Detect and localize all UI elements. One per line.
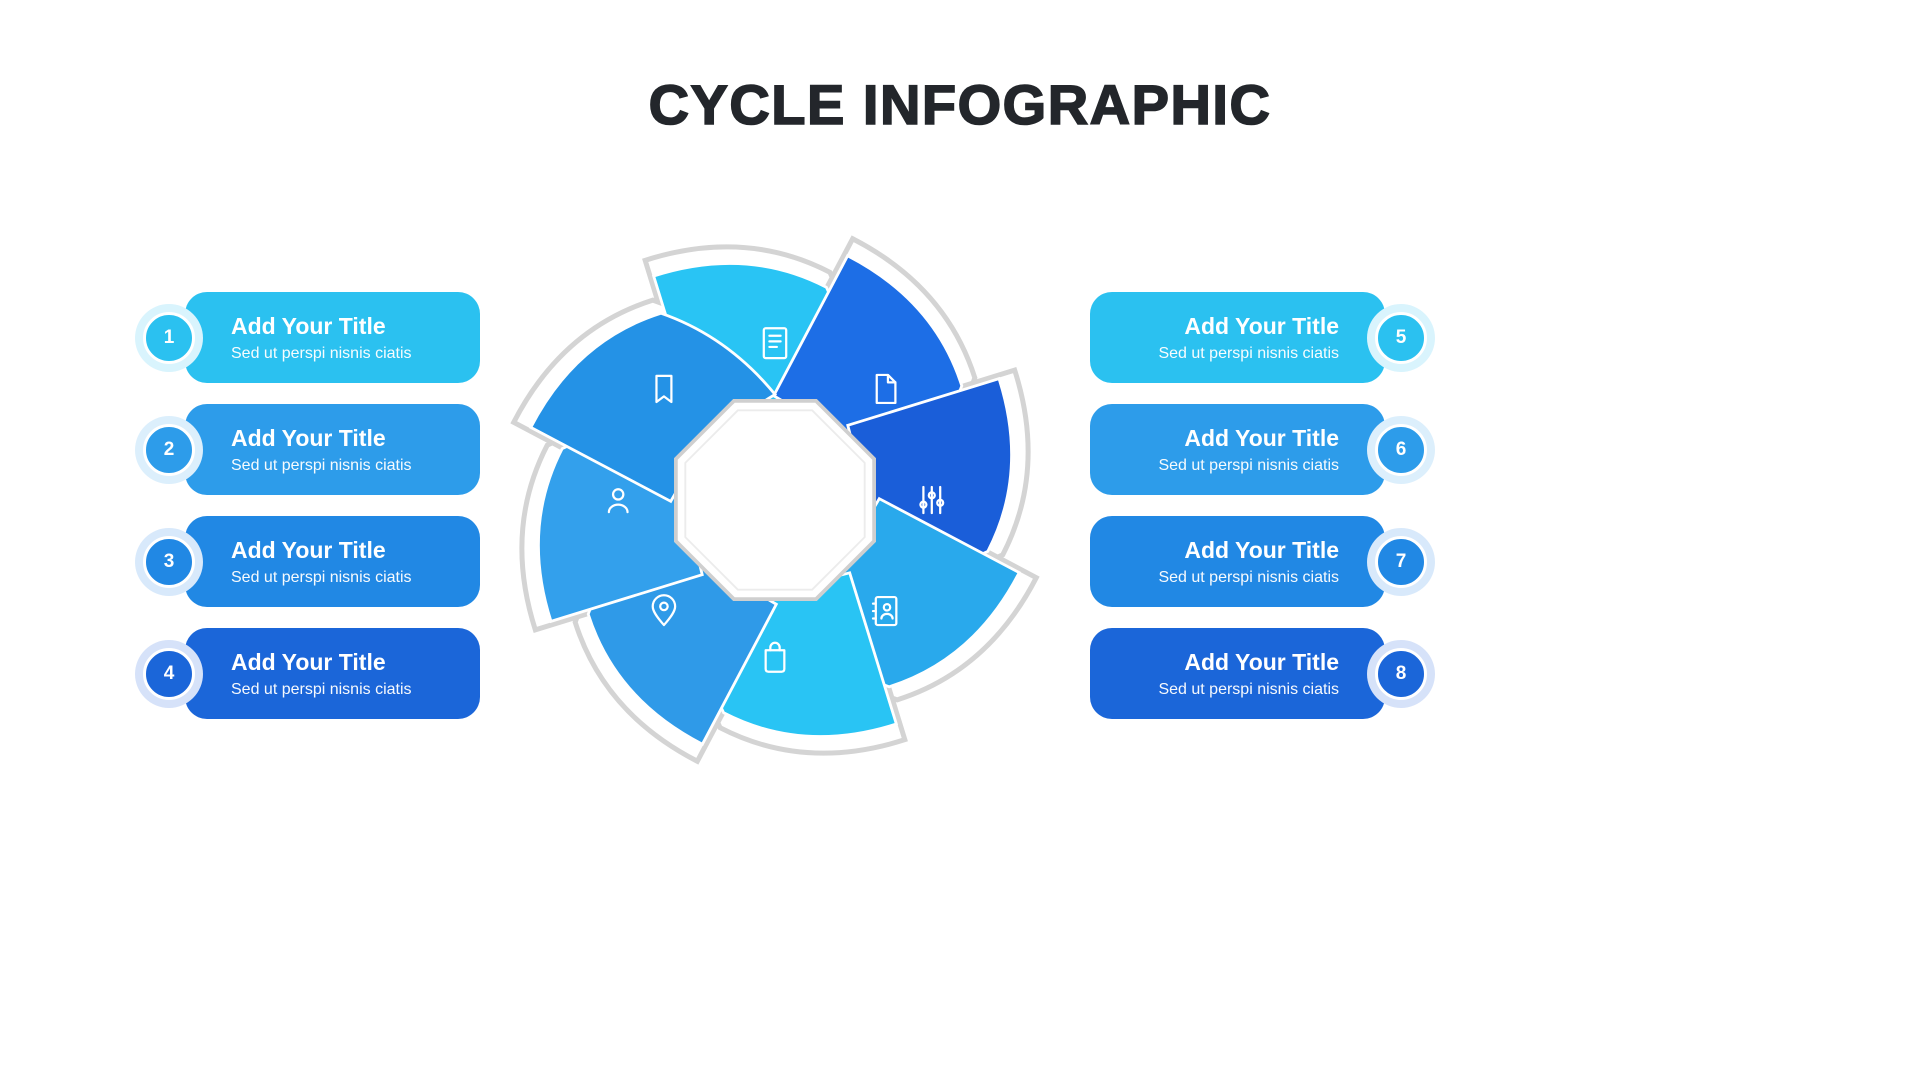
- bookmark-icon: [655, 374, 673, 404]
- number-badge-halo: 3: [135, 527, 203, 596]
- number-badge: 6: [1375, 423, 1427, 476]
- item-title: Add Your Title: [231, 648, 386, 675]
- item-title: Add Your Title: [231, 536, 386, 563]
- item-desc: Sed ut perspi nisnis ciatis: [231, 344, 412, 362]
- number-badge-halo: 7: [1367, 527, 1435, 596]
- user-icon: [607, 488, 629, 514]
- number-badge-halo: 8: [1367, 639, 1435, 708]
- shopping-bag-icon: [764, 641, 786, 673]
- number-badge: 7: [1375, 535, 1427, 588]
- item-desc: Sed ut perspi nisnis ciatis: [231, 568, 412, 586]
- number-badge-halo: 2: [135, 415, 203, 484]
- item-card-8: 8 Add Your Title Sed ut perspi nisnis ci…: [1090, 628, 1435, 719]
- number-badge-halo: 5: [1367, 303, 1435, 372]
- page-title: CYCLE INFOGRAPHIC: [648, 72, 1272, 137]
- number-badge-halo: 4: [135, 639, 203, 708]
- document-icon: [762, 327, 788, 360]
- contact-book-icon: [871, 595, 898, 627]
- item-card-2: 2 Add Your Title Sed ut perspi nisnis ci…: [135, 404, 480, 495]
- number-badge: 2: [143, 423, 195, 476]
- item-title: Add Your Title: [1184, 424, 1339, 451]
- item-card-3: 3 Add Your Title Sed ut perspi nisnis ci…: [135, 516, 480, 607]
- number-badge: 4: [143, 647, 195, 700]
- number-badge: 1: [143, 311, 195, 364]
- item-card-4: 4 Add Your Title Sed ut perspi nisnis ci…: [135, 628, 480, 719]
- item-desc: Sed ut perspi nisnis ciatis: [1158, 344, 1339, 362]
- item-desc: Sed ut perspi nisnis ciatis: [231, 456, 412, 474]
- center-octagon-inner: [684, 409, 866, 591]
- file-icon: [875, 373, 897, 405]
- item-card-1: 1 Add Your Title Sed ut perspi nisnis ci…: [135, 292, 480, 383]
- right-column: 5 Add Your Title Sed ut perspi nisnis ci…: [1090, 292, 1435, 719]
- item-desc: Sed ut perspi nisnis ciatis: [1158, 456, 1339, 474]
- left-column: 1 Add Your Title Sed ut perspi nisnis ci…: [135, 292, 480, 719]
- number-badge-halo: 6: [1367, 415, 1435, 484]
- item-desc: Sed ut perspi nisnis ciatis: [1158, 568, 1339, 586]
- item-desc: Sed ut perspi nisnis ciatis: [231, 680, 412, 698]
- item-title: Add Your Title: [231, 424, 386, 451]
- number-badge: 5: [1375, 311, 1427, 364]
- sliders-icon: [919, 485, 945, 515]
- item-card-7: 7 Add Your Title Sed ut perspi nisnis ci…: [1090, 516, 1435, 607]
- item-title: Add Your Title: [1184, 648, 1339, 675]
- item-title: Add Your Title: [1184, 536, 1339, 563]
- cycle-diagram: [495, 220, 1055, 780]
- location-pin-icon: [651, 594, 677, 627]
- item-card-5: 5 Add Your Title Sed ut perspi nisnis ci…: [1090, 292, 1435, 383]
- item-card-6: 6 Add Your Title Sed ut perspi nisnis ci…: [1090, 404, 1435, 495]
- item-title: Add Your Title: [1184, 312, 1339, 339]
- item-title: Add Your Title: [231, 312, 386, 339]
- number-badge-halo: 1: [135, 303, 203, 372]
- number-badge: 3: [143, 535, 195, 588]
- item-desc: Sed ut perspi nisnis ciatis: [1158, 680, 1339, 698]
- number-badge: 8: [1375, 647, 1427, 700]
- center-octagon: [674, 399, 876, 601]
